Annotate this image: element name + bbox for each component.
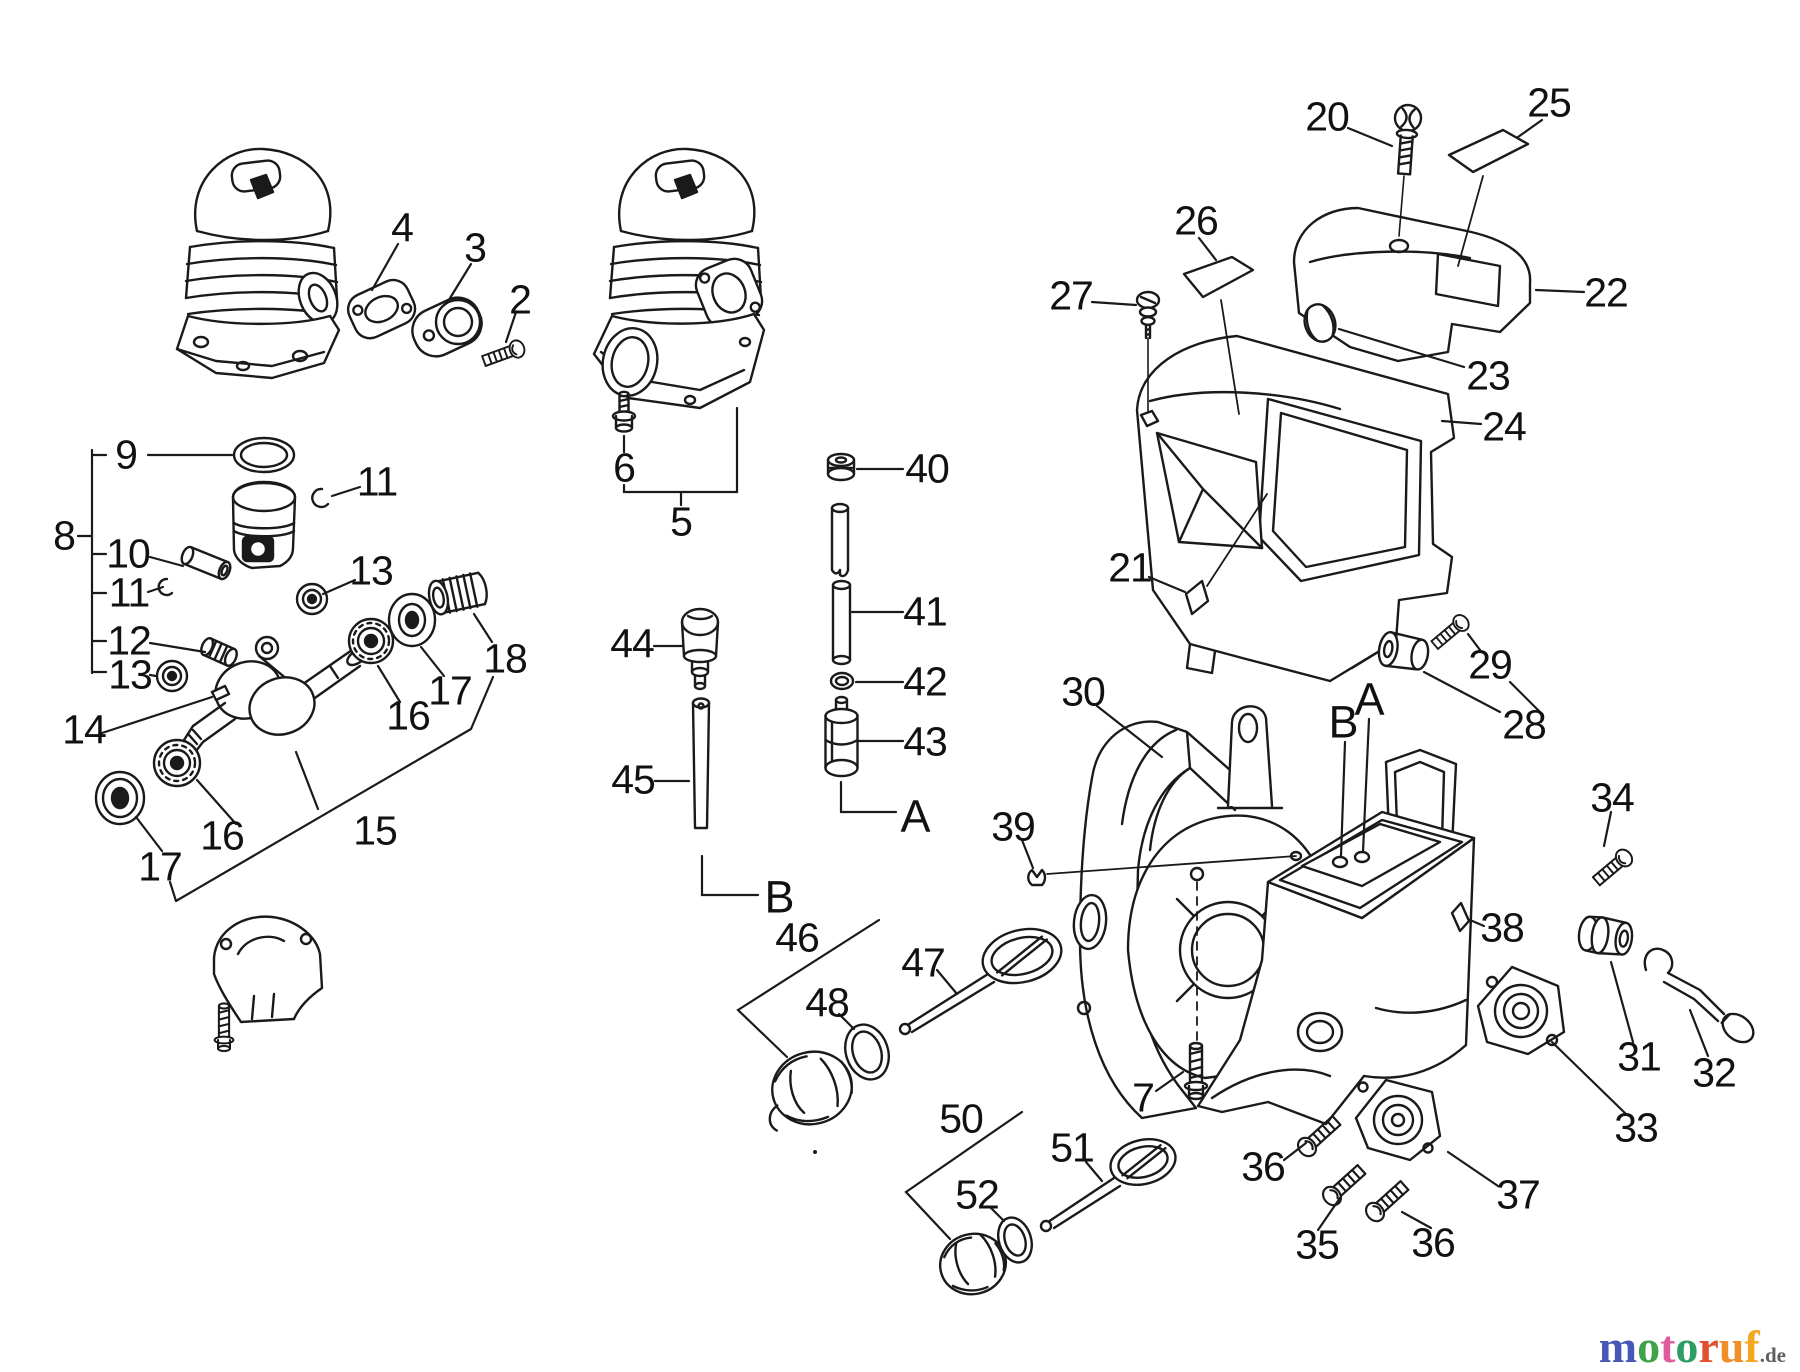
label-plate-25-drawing	[1447, 128, 1530, 174]
buffer-screw-28-drawing	[1428, 610, 1473, 653]
piston-clip-lower-drawing	[157, 577, 174, 597]
cap-retainer-51-drawing	[1039, 1138, 1177, 1233]
mount-screw-35-drawing	[1318, 1161, 1370, 1210]
primer-valve-drawing	[680, 607, 720, 691]
label-plate-38-drawing	[1450, 901, 1471, 933]
bushing-31-drawing	[1577, 915, 1634, 956]
leader-lines	[76, 118, 1710, 1241]
buffer-bushing-29-drawing	[1377, 631, 1430, 671]
ball-bearing-mid-drawing	[152, 738, 202, 788]
small-bearing-left-drawing	[155, 659, 189, 693]
motoruf-domain-suffix: .de	[1759, 1343, 1786, 1367]
cylinder-bolt-drawing	[611, 390, 637, 433]
cylinder-1-drawing	[175, 147, 341, 380]
piston-clip-top-drawing	[311, 487, 330, 509]
piston-drawing	[231, 480, 297, 570]
wrist-pin-drawing	[180, 545, 232, 581]
logo-letter: o	[1675, 1321, 1699, 1372]
cover-screw-27-drawing	[1135, 290, 1161, 340]
ball-bearing-right-drawing	[347, 617, 395, 665]
cylinder-cover-drawing	[1292, 206, 1532, 363]
exhaust-gasket-drawing	[346, 278, 417, 340]
small-bearing-right-drawing	[295, 582, 329, 616]
label-plate-26-drawing	[1182, 255, 1255, 299]
fuel-filter-drawing	[824, 695, 859, 778]
mount-screw-36b-drawing	[1361, 1177, 1413, 1226]
oil-cap-50-drawing	[938, 1232, 1008, 1296]
fuel-pipe-lower-drawing	[831, 579, 852, 666]
crankshaft-drawing	[182, 635, 368, 753]
crankcase-half-drawing	[212, 915, 324, 1053]
crankcase-tank-drawing	[1072, 705, 1476, 1126]
motoruf-watermark: motoruf.de	[1599, 1324, 1786, 1370]
oil-seal-right-drawing	[387, 592, 437, 648]
stray-speck	[813, 1150, 817, 1154]
logo-letter: m	[1598, 1321, 1638, 1372]
vibration-mount-37-drawing	[1354, 1078, 1442, 1162]
top-cover-screw-drawing	[1393, 103, 1423, 176]
logo-letter: u	[1718, 1321, 1745, 1372]
clip-39-drawing	[1027, 868, 1047, 887]
logo-letter: t	[1660, 1321, 1676, 1372]
o-ring-52-drawing	[997, 1216, 1033, 1264]
logo-letter: o	[1637, 1321, 1661, 1372]
grommet-drawing	[826, 452, 856, 482]
cylinder-2-drawing	[592, 147, 766, 410]
o-ring-48-drawing	[844, 1023, 890, 1081]
oil-seal-bottom-drawing	[94, 770, 146, 826]
fuel-pipe-upper-drawing	[830, 502, 850, 578]
woodruff-key-drawing	[210, 684, 231, 702]
piston-ring-drawing	[232, 436, 296, 474]
choke-knob-drawing	[1303, 303, 1337, 343]
mount-screw-34-drawing	[1589, 845, 1637, 890]
flange-screw-drawing	[479, 337, 528, 371]
fuel-cap-46-drawing	[768, 1050, 853, 1132]
bearing-flange-33-drawing	[1476, 965, 1566, 1056]
intake-flange-drawing	[411, 296, 483, 358]
label-plate-21-drawing	[1184, 579, 1210, 616]
needle-bearing-drawing	[200, 637, 238, 667]
logo-letter: r	[1698, 1321, 1719, 1372]
oil-pipe-drawing	[691, 697, 711, 830]
motoruf-logo-text: motoruf	[1599, 1321, 1760, 1372]
pipe-ring-drawing	[829, 671, 855, 691]
logo-letter: f	[1744, 1321, 1760, 1372]
threaded-plug-drawing	[427, 571, 488, 616]
engine-shroud-drawing	[1135, 334, 1456, 683]
choke-lever-32-drawing	[1643, 947, 1755, 1044]
cap-retainer-47-drawing	[898, 927, 1063, 1036]
